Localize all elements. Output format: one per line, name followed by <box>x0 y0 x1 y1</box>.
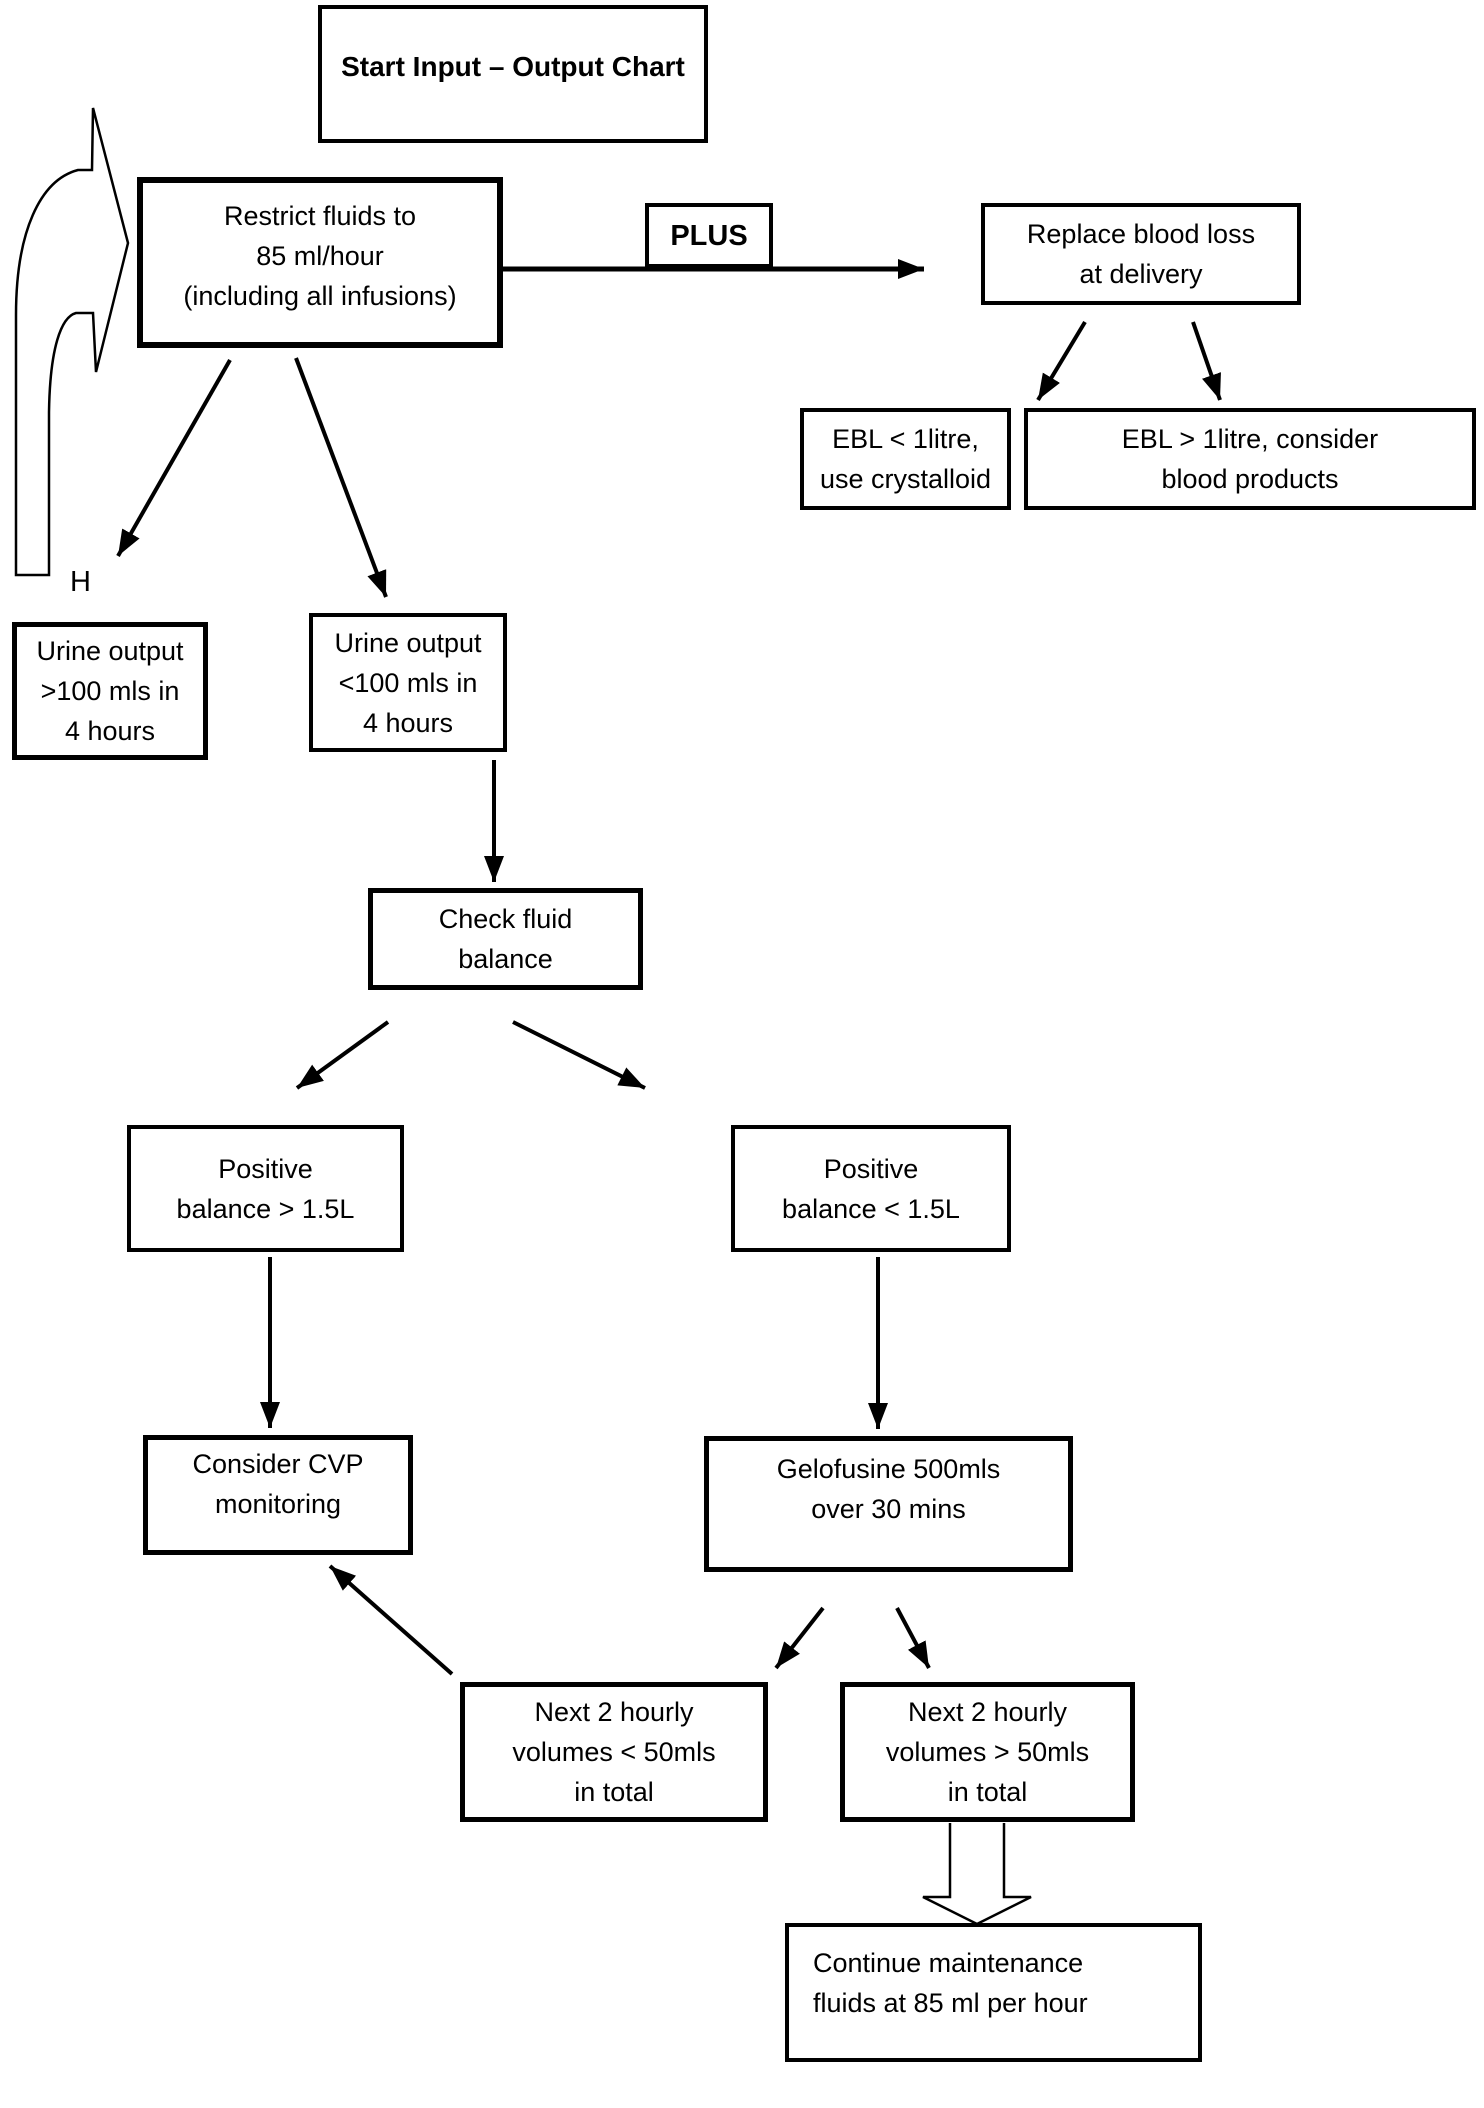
node-line: >100 mls in <box>40 676 180 706</box>
node-line: Restrict fluids to <box>223 200 417 231</box>
node-line: in total <box>574 1777 654 1807</box>
arrow-replace-to-ebl-more <box>1191 321 1222 401</box>
node-line: Urine output <box>36 636 184 666</box>
node-line: Next 2 hourly <box>907 1697 1068 1727</box>
node-line: fluids at 85 ml per hour <box>813 1988 1088 2018</box>
arrow-restrict-to-h <box>116 359 232 557</box>
arrow-next-less-to-cvp <box>328 1564 454 1676</box>
node-ebl-over-1litre: EBL > 1litre, consider blood products <box>1024 408 1476 510</box>
node-gelofusine-500mls: Gelofusine 500mls over 30 mins <box>704 1436 1073 1572</box>
hollow-down-arrow-shape <box>922 1823 1032 1926</box>
node-line: (including all infusions) <box>183 280 457 311</box>
node-restrict-fluids: Restrict fluids to 85 ml/hour (including… <box>137 177 503 348</box>
node-line: 4 hours <box>362 707 454 738</box>
node-line: Positive <box>218 1153 313 1184</box>
node-line: at delivery <box>1079 259 1203 289</box>
node-line: volumes < 50mls <box>512 1737 716 1767</box>
node-line: Urine output <box>334 627 482 658</box>
node-continue-maintenance-fluids: Continue maintenance fluids at 85 ml per… <box>785 1923 1202 2062</box>
node-plus-connector-label: PLUS <box>645 203 773 268</box>
node-line: over 30 mins <box>811 1494 966 1524</box>
arrow-check-to-pos-less <box>512 1020 646 1090</box>
arrow-restrict-to-urine-less <box>294 357 388 598</box>
label-h: H <box>70 566 91 598</box>
node-line: volumes > 50mls <box>885 1737 1090 1767</box>
node-line: PLUS <box>670 219 748 252</box>
node-line: EBL < 1litre, <box>832 424 979 454</box>
node-next-2-hourly-over-50mls: Next 2 hourly volumes > 50mls in total <box>840 1682 1135 1822</box>
node-line: Replace blood loss <box>1026 219 1256 249</box>
node-next-2-hourly-under-50mls: Next 2 hourly volumes < 50mls in total <box>460 1682 768 1822</box>
arrow-replace-to-ebl-less <box>1036 320 1087 402</box>
node-line: EBL > 1litre, consider <box>1121 424 1379 454</box>
node-line: Gelofusine 500mls <box>776 1454 1001 1484</box>
node-line: use crystalloid <box>819 464 992 494</box>
node-line: 85 ml/hour <box>256 240 384 271</box>
bent-up-arrow-shape <box>14 107 130 577</box>
node-line: Positive <box>823 1153 919 1184</box>
node-line: 4 hours <box>64 716 156 746</box>
node-line: Next 2 hourly <box>534 1697 694 1727</box>
arrow-gelofusine-to-next-less <box>774 1606 825 1670</box>
node-check-fluid-balance: Check fluid balance <box>368 888 643 990</box>
node-line: blood products <box>1161 464 1339 494</box>
node-line: <100 mls in <box>338 667 478 698</box>
node-start-input-output-chart: Start Input – Output Chart <box>318 5 708 143</box>
node-urine-output-over-100: Urine output >100 mls in 4 hours <box>12 622 208 760</box>
node-ebl-under-1litre: EBL < 1litre, use crystalloid <box>800 408 1011 510</box>
node-line: monitoring <box>214 1489 342 1519</box>
node-positive-balance-under-1-5l: Positive balance < 1.5L <box>731 1125 1011 1252</box>
node-positive-balance-over-1-5l: Positive balance > 1.5L <box>127 1125 404 1252</box>
node-line: balance <box>458 944 553 974</box>
node-consider-cvp-monitoring: Consider CVP monitoring <box>143 1435 413 1555</box>
node-urine-output-under-100: Urine output <100 mls in 4 hours <box>309 613 507 752</box>
node-line: Check fluid <box>438 904 573 934</box>
node-replace-blood-loss: Replace blood loss at delivery <box>981 203 1301 305</box>
arrow-check-to-pos-more <box>295 1020 390 1090</box>
node-line: Continue maintenance <box>813 1948 1084 1978</box>
node-line: balance > 1.5L <box>176 1193 355 1224</box>
node-line: in total <box>947 1777 1028 1807</box>
node-line: Consider CVP <box>192 1449 364 1479</box>
node-line: balance < 1.5L <box>782 1193 960 1224</box>
node-line: Start Input – Output Chart <box>341 51 685 82</box>
arrow-gelofusine-to-next-more <box>895 1607 931 1669</box>
